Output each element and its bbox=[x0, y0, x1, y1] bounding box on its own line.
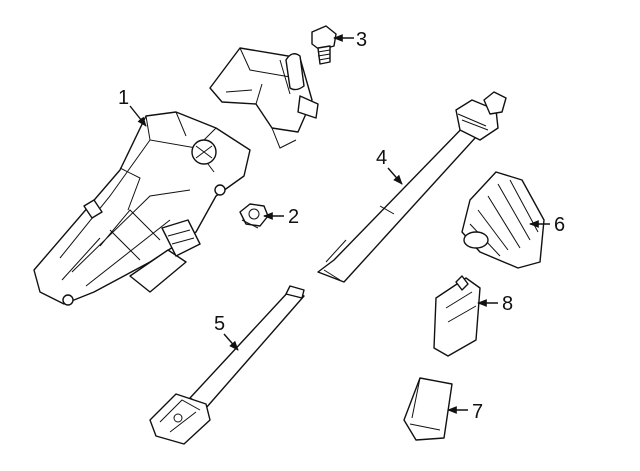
callout-2: 2 bbox=[263, 206, 299, 228]
intermediate-shaft-upper bbox=[317, 91, 507, 283]
intermediate-shaft-lower bbox=[149, 285, 305, 445]
callout-1: 1 bbox=[118, 87, 147, 127]
callout-7: 7 bbox=[447, 401, 483, 423]
steering-seal-boot bbox=[461, 171, 545, 269]
callout-6: 6 bbox=[529, 214, 565, 236]
callout-3: 3 bbox=[333, 29, 367, 51]
callout-label-5: 5 bbox=[214, 313, 225, 335]
bolt bbox=[311, 25, 337, 65]
callout-label-6: 6 bbox=[554, 214, 565, 236]
callout-label-7: 7 bbox=[472, 401, 483, 423]
callout-label-8: 8 bbox=[502, 293, 513, 315]
switch-clip bbox=[433, 275, 481, 357]
callout-label-1: 1 bbox=[118, 87, 129, 109]
callout-4: 4 bbox=[376, 147, 403, 185]
hex-nut bbox=[239, 203, 269, 229]
callout-8: 8 bbox=[477, 293, 513, 315]
control-module bbox=[403, 377, 453, 441]
callout-label-4: 4 bbox=[376, 147, 387, 169]
callout-label-3: 3 bbox=[356, 29, 367, 51]
callout-label-2: 2 bbox=[288, 206, 299, 228]
steering-column-assembly bbox=[33, 47, 319, 306]
callout-5: 5 bbox=[214, 313, 239, 351]
